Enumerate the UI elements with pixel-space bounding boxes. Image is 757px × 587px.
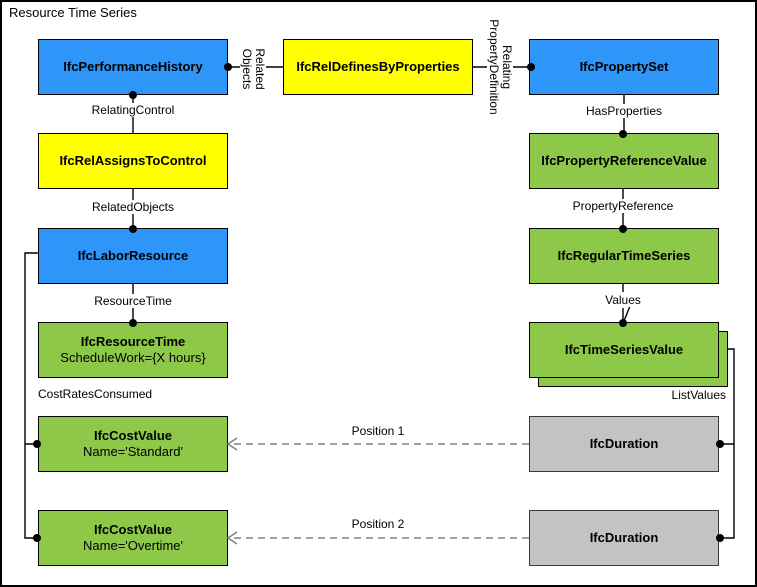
connection-dots [33,63,724,542]
dot [527,63,535,71]
dot [224,63,232,71]
node-ifc-property-set: IfcPropertySet [529,39,719,95]
node-ifc-duration-2: IfcDuration [529,510,719,566]
edge-label-line: PropertyDefinition [487,19,501,115]
node-label: IfcDuration [589,530,659,545]
edge-label-relating-control: RelatingControl [88,103,178,117]
node-ifc-rel-defines-by-properties: IfcRelDefinesByProperties [283,39,473,95]
edge-label-line: Related [253,48,267,90]
node-label: IfcPropertySet [579,59,669,74]
node-label: IfcDuration [589,436,659,451]
node-label: IfcRelAssignsToControl [59,153,207,168]
dot [619,319,627,327]
edge-label-cost-rates-consumed: CostRatesConsumed [35,387,156,401]
edge-label-resource-time: ResourceTime [91,294,175,308]
edge-label-line: Relating [500,44,514,90]
node-label: IfcRelDefinesByProperties [296,59,460,74]
edge-list-values-bracket [723,348,735,539]
node-attribute: Name='Standard' [83,444,183,459]
node-ifc-resource-time: IfcResourceTime ScheduleWork={X hours} [38,322,228,378]
edge-label-position-2: Position 2 [348,517,408,531]
node-label: IfcCostValue [93,522,173,537]
node-label: IfcRegularTimeSeries [557,248,691,263]
dot [33,440,41,448]
edge-label-values: Values [602,293,644,307]
node-ifc-regular-time-series: IfcRegularTimeSeries [529,228,719,284]
position-2-arrowhead-icon [226,531,238,545]
edge-label-position-1: Position 1 [348,424,408,438]
node-label: IfcPropertyReferenceValue [541,153,707,168]
edge-label-line: Objects [240,48,254,90]
dot [129,225,137,233]
node-label: IfcPerformanceHistory [63,59,203,74]
edge-cost-rates-consumed-bracket [24,252,38,539]
edge-label-property-reference: PropertyReference [569,199,677,213]
dot [619,130,627,138]
dot [716,534,724,542]
edge-label-has-properties: HasProperties [582,104,666,118]
node-label: IfcResourceTime [80,334,186,349]
dot [716,440,724,448]
node-ifc-labor-resource: IfcLaborResource [38,228,228,284]
node-attribute: Name='Overtime' [83,538,183,553]
node-ifc-duration-1: IfcDuration [529,416,719,472]
node-label: IfcTimeSeriesValue [564,342,684,357]
node-ifc-rel-assigns-to-control: IfcRelAssignsToControl [38,133,228,189]
node-label: IfcCostValue [93,428,173,443]
dot [129,91,137,99]
dot [619,225,627,233]
edge-label-list-values: ListValues [668,388,729,402]
position-1-arrowhead-icon [226,437,238,451]
node-attribute: ScheduleWork={X hours} [60,350,206,365]
edge-label-related-objects-vertical: Related Objects [240,48,267,90]
node-ifc-performance-history: IfcPerformanceHistory [38,39,228,95]
node-ifc-cost-value-overtime: IfcCostValue Name='Overtime' [38,510,228,566]
dashed-connectors [226,437,529,545]
dot [33,534,41,542]
edge-label-related-objects: RelatedObjects [88,200,178,214]
edge-label-relating-property-definition: Relating PropertyDefinition [487,19,514,115]
diagram-title: Resource Time Series [9,5,137,20]
node-label: IfcLaborResource [77,248,189,263]
dot [129,319,137,327]
node-ifc-cost-value-standard: IfcCostValue Name='Standard' [38,416,228,472]
